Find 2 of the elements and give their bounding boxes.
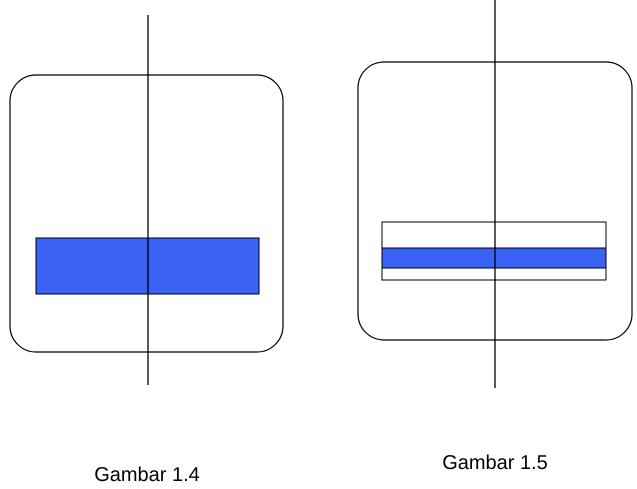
figure-caption: Gambar 1.4 xyxy=(94,464,200,487)
figure-caption: Gambar 1.5 xyxy=(442,452,548,475)
